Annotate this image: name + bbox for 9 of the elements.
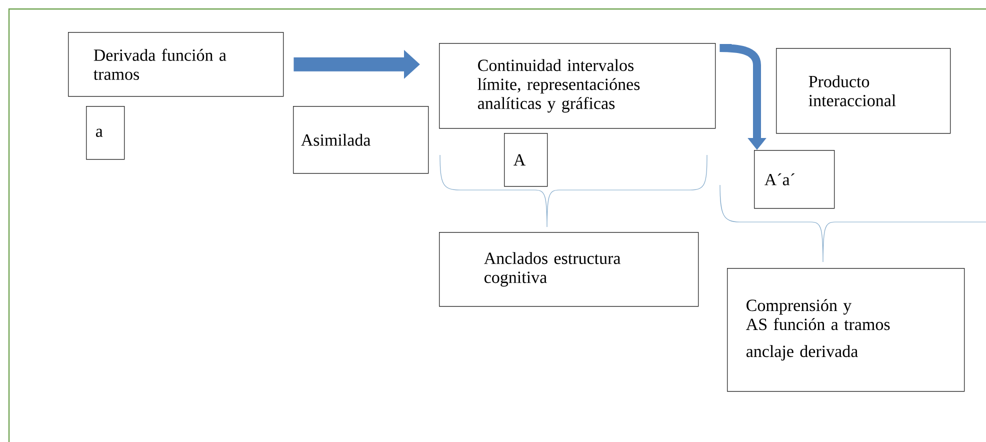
label-box: A xyxy=(504,133,548,187)
label-box: A´a´ xyxy=(754,150,835,209)
concept-box: Continuidad intervalos límite, representaciónes analíticas y gráficas xyxy=(439,43,716,129)
concept-box: Asimilada xyxy=(293,106,429,174)
concept-box: Comprensión y AS función a tramos anclaje derivada xyxy=(727,268,965,392)
concept-box: Producto interaccional xyxy=(776,48,951,134)
concept-box: Anclados estructura cognitiva xyxy=(439,232,699,307)
label-box: a xyxy=(86,106,125,160)
concept-box: Derivada función a tramos xyxy=(68,32,284,97)
